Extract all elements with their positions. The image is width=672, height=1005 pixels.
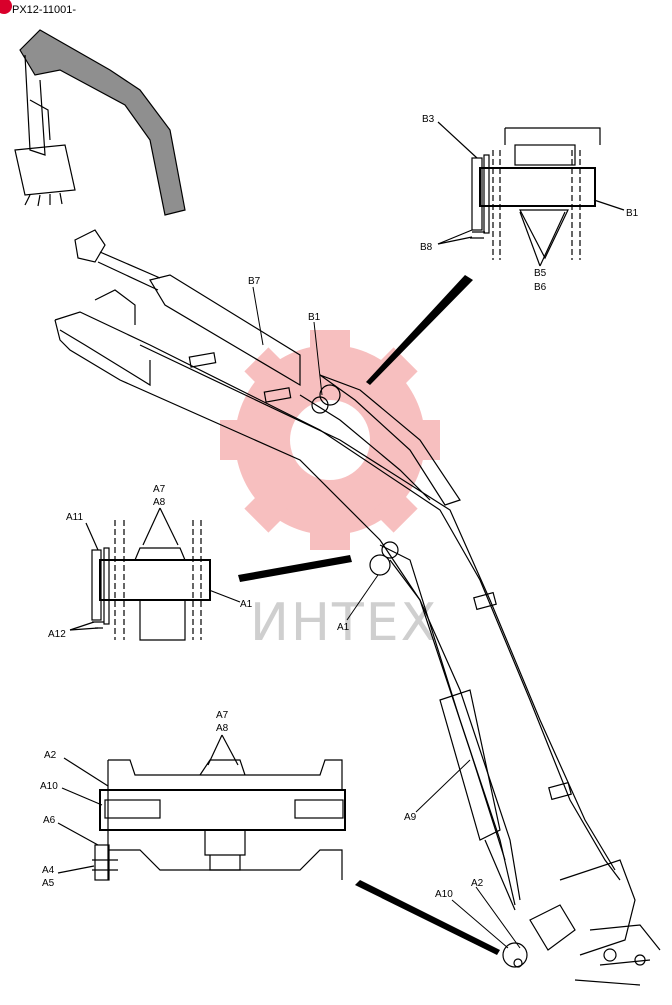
label-a7-mid: A7: [153, 484, 166, 495]
label-a2-detail: A2: [44, 750, 57, 761]
leader-wedge-a: [238, 555, 352, 582]
label-b6: B6: [534, 282, 547, 293]
label-a2-main: A2: [471, 878, 484, 889]
label-a10-main: A10: [435, 889, 453, 900]
label-a8-mid: A8: [153, 497, 166, 508]
leader-lines-main: [252, 286, 521, 949]
leader-wedge-b: [366, 275, 473, 385]
label-a1-main: A1: [337, 622, 350, 633]
label-a7-low: A7: [216, 710, 229, 721]
thumbnail-arm: [14, 29, 186, 216]
corner-badge: [0, 0, 12, 14]
label-b5: B5: [534, 268, 547, 279]
detail-a-lower: [57, 734, 346, 881]
label-a9: A9: [404, 812, 417, 823]
label-a4: A4: [42, 865, 55, 876]
watermark-text: ИНТЕХ: [250, 593, 438, 653]
label-a12: A12: [48, 629, 66, 640]
label-b7: B7: [248, 276, 261, 287]
watermark-gear-icon: [220, 330, 440, 550]
label-a10-detail: A10: [40, 781, 58, 792]
label-b1-main: B1: [308, 312, 321, 323]
label-b8: B8: [420, 242, 433, 253]
label-a5: A5: [42, 878, 55, 889]
leader-wedge-a-lower: [355, 880, 500, 955]
label-b1-detail: B1: [626, 208, 639, 219]
detail-a-upper: [69, 507, 241, 641]
label-b3: B3: [422, 114, 435, 125]
label-a8-low: A8: [216, 723, 229, 734]
diagram-code: PX12-11001-: [12, 4, 77, 16]
label-a6: A6: [43, 815, 56, 826]
label-a1-detail: A1: [240, 599, 253, 610]
detail-b: [437, 121, 625, 267]
main-boom: [54, 229, 661, 986]
label-a11: A11: [66, 512, 83, 523]
